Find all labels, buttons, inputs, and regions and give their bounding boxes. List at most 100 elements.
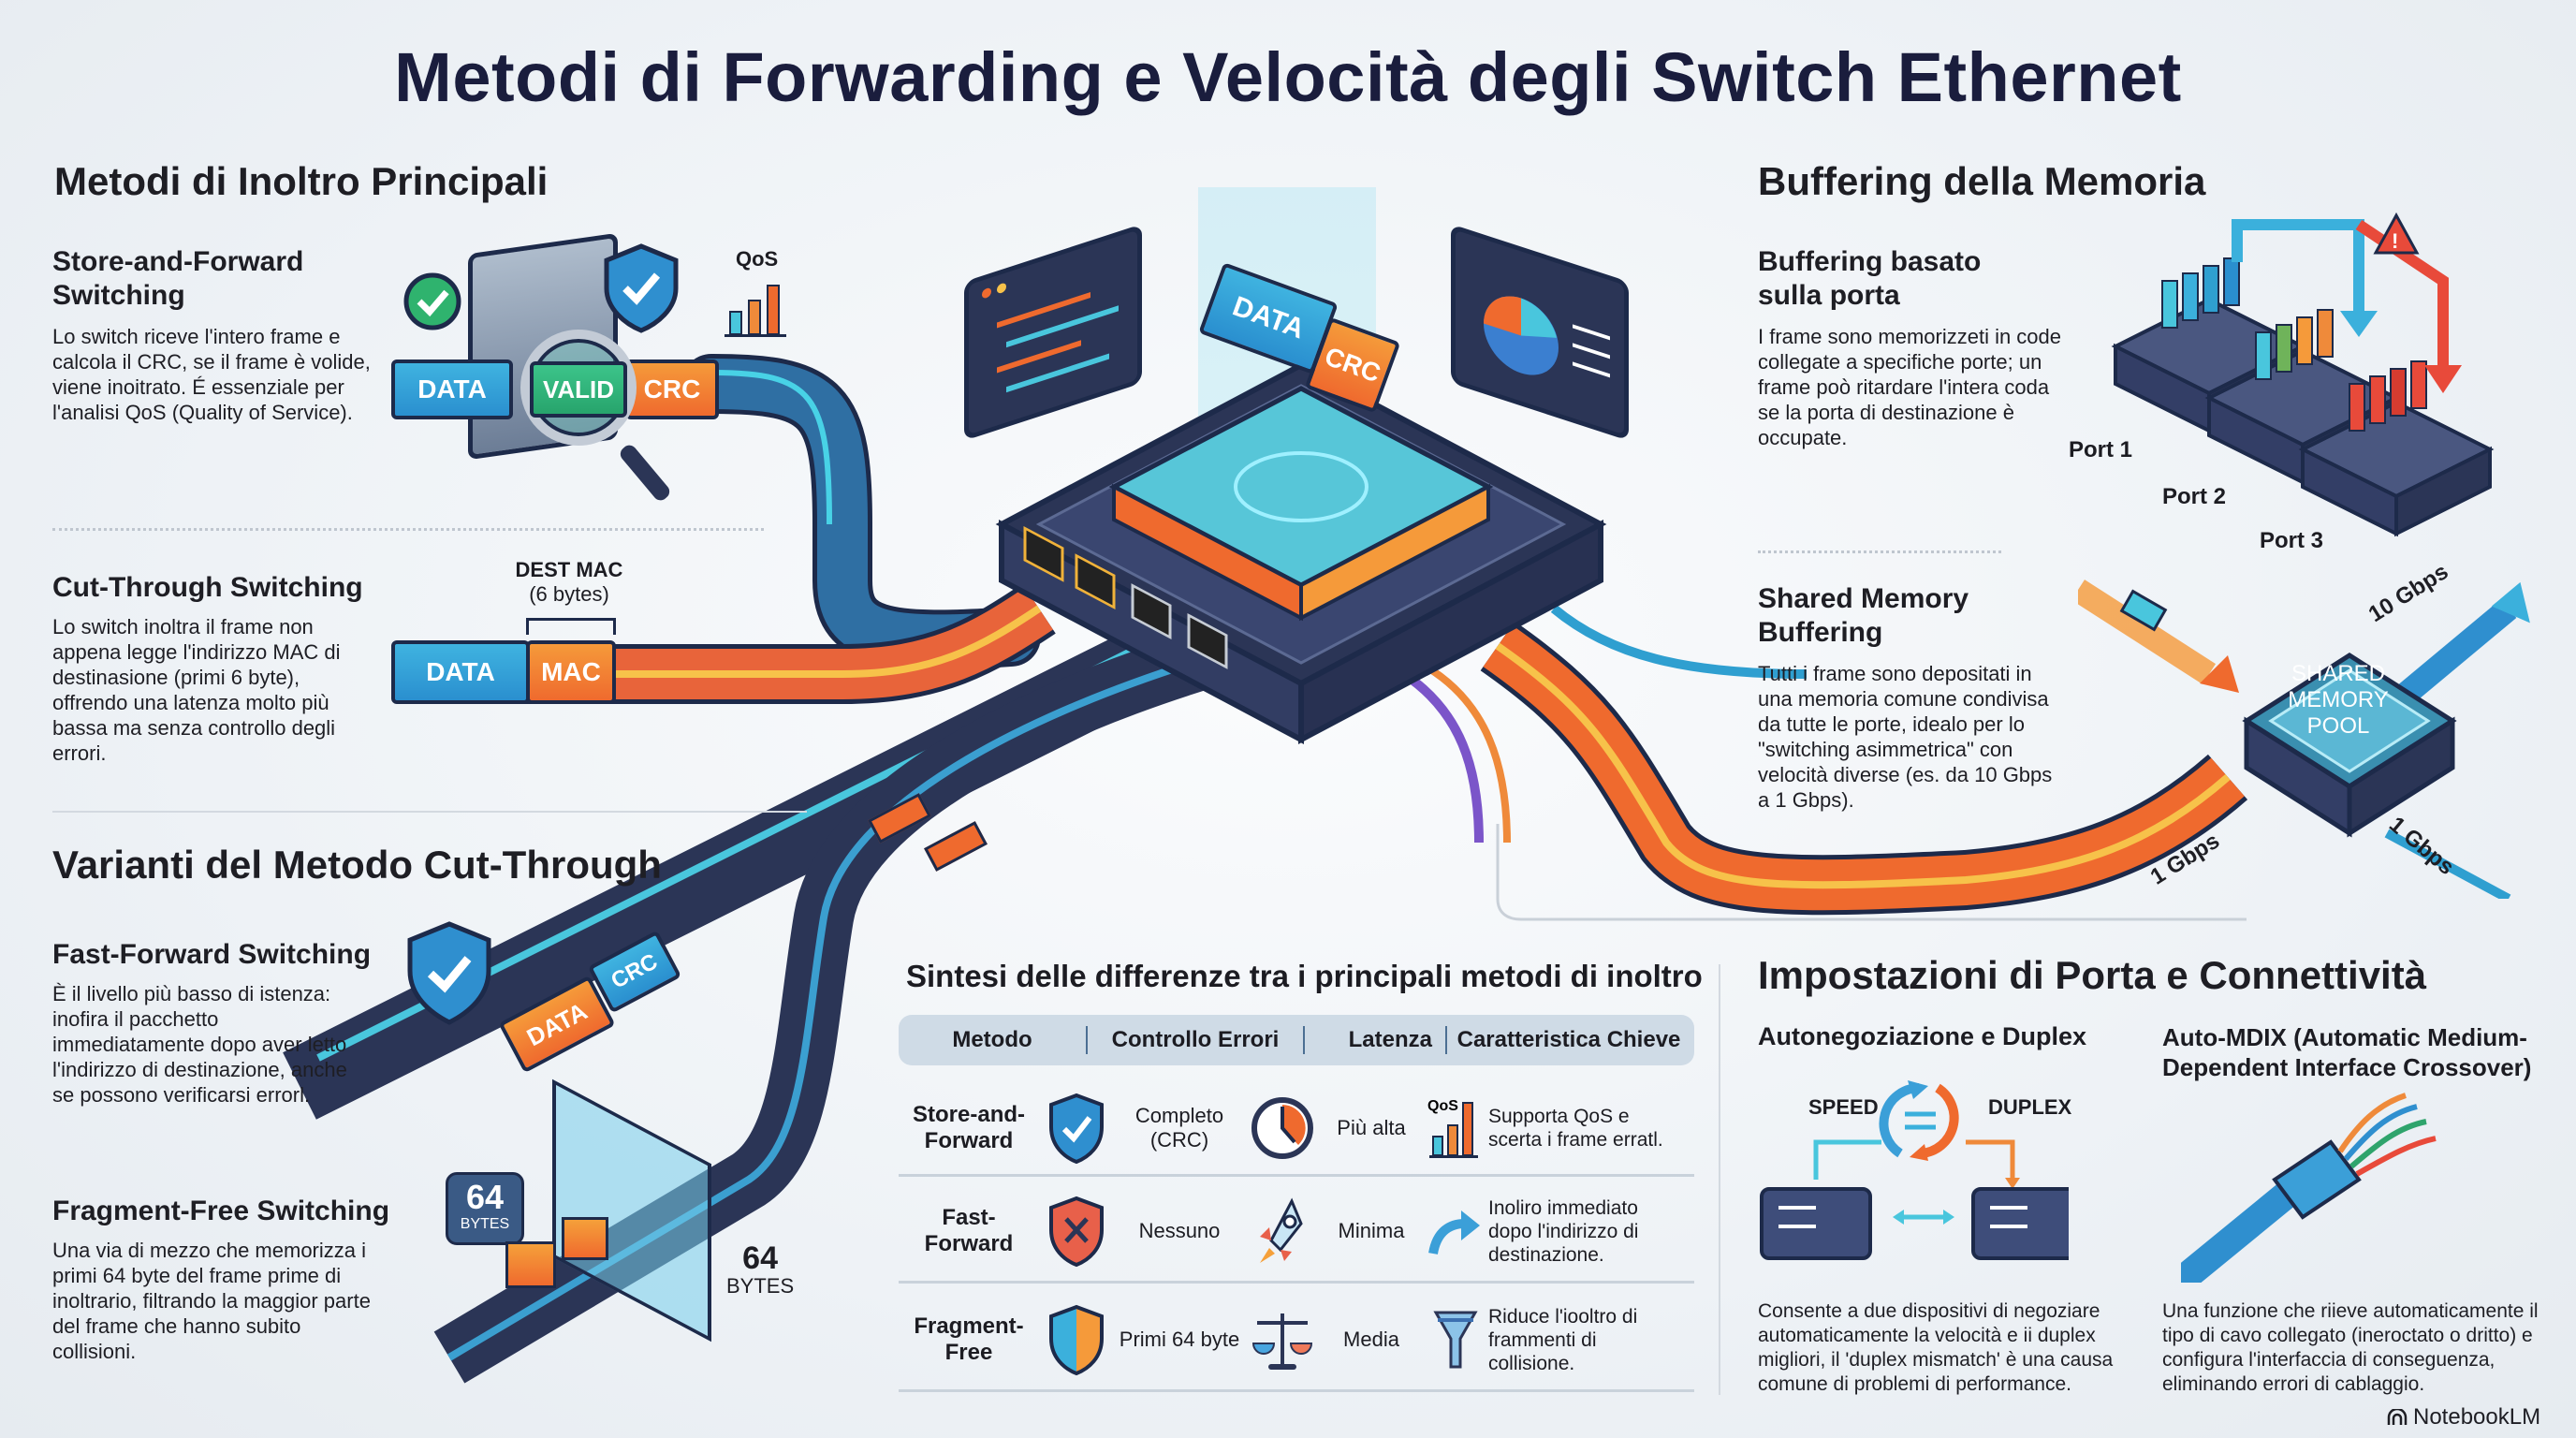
mdix-title: Auto-MDIX (Automatic Medium-Dependent In… [2162, 1023, 2532, 1081]
speed-label: SPEED [1808, 1095, 1879, 1119]
shield-check-icon [604, 243, 679, 333]
cut-through-text: Lo switch inoltra il frame non appena le… [52, 615, 341, 765]
ethernet-cable-icon [2181, 1093, 2437, 1283]
packet-data: DATA [391, 640, 530, 704]
dest-mac-label: DEST MAC (6 bytes) [513, 558, 625, 607]
column-separator [1303, 1026, 1305, 1054]
row-method: Fragment-Free [914, 1313, 1024, 1365]
qos-label: QoS [736, 247, 779, 271]
dest-mac-bracket [526, 618, 616, 635]
qos-chart-icon [724, 285, 786, 337]
row-key-feature: Supporta QoS e scerta i frame erratl. [1488, 1106, 1663, 1151]
row-error-check: Completo (CRC) [1134, 1104, 1224, 1152]
funnel-icon [1423, 1307, 1488, 1372]
shield-x-icon [1039, 1195, 1114, 1268]
cut-through-title: Cut-Through Switching [52, 572, 363, 603]
device-icon [1760, 1187, 1872, 1260]
warning-icon [2373, 212, 2420, 255]
shared-memory-pool-label: SHARED MEMORY POOL [2288, 661, 2389, 739]
row-divider [899, 1389, 1694, 1392]
packet-mac: MAC [526, 640, 616, 704]
table-row: Fragment-Free Primi 64 byte Media Riduce… [899, 1288, 1694, 1391]
side-number: 64 [742, 1240, 778, 1276]
divider [1719, 964, 1720, 1395]
mdix-text: Una funzione che riieve automaticamente … [2162, 1300, 2539, 1395]
check-circle-icon [403, 272, 461, 330]
column-separator [1445, 1026, 1447, 1054]
dest-mac-title: DEST MAC [515, 558, 623, 581]
dest-mac-size: (6 bytes) [529, 582, 609, 606]
column-header: Latenza [1348, 1027, 1432, 1052]
page-title: Metodi di Forwarding e Velocità degli Sw… [394, 38, 2182, 116]
fragment-free-title: Fragment-Free Switching [52, 1196, 390, 1226]
row-latency: Minima [1338, 1219, 1405, 1242]
central-switch-illustration: DATA CRC [973, 178, 1629, 749]
row-latency: Media [1343, 1328, 1399, 1351]
summary-table-header: Metodo Controllo Errori Latenza Caratter… [899, 1015, 1694, 1065]
side-unit: BYTES [726, 1274, 795, 1298]
table-row: Store-and-Forward Completo (CRC) Più alt… [899, 1078, 1694, 1178]
port-buffering-text: I frame sono memorizzeti in code collega… [1758, 325, 2062, 449]
section-heading-main-methods: Metodi di Inoltro Principali [54, 159, 549, 203]
fast-forward-title: Fast-Forward Switching [52, 939, 372, 970]
divider [1758, 550, 2001, 553]
column-header: Caratteristica Chieve [1456, 1027, 1681, 1052]
row-error-check: Primi 64 byte [1119, 1328, 1240, 1351]
port-label-1: Port 1 [2069, 437, 2133, 462]
notebooklm-brand: NotebookLM [2387, 1404, 2540, 1431]
column-header: Controllo Errori [1111, 1027, 1280, 1052]
shared-memory-text: Tutti i frame sono depositati in una mem… [1758, 662, 2053, 812]
duplex-label: DUPLEX [1988, 1095, 2072, 1119]
packet-data: DATA [391, 360, 513, 419]
column-separator [1086, 1026, 1088, 1054]
packet-valid: VALID [530, 361, 627, 418]
column-header: Metodo [952, 1027, 1032, 1052]
badge-unit: BYTES [460, 1216, 510, 1232]
svg-text:!: ! [2392, 229, 2398, 253]
port-label-2: Port 2 [2162, 484, 2227, 509]
packet-crc: CRC [625, 360, 719, 419]
badge-number: 64 [465, 1178, 505, 1216]
port-buffering-title: Buffering basato sulla porta [1758, 246, 1982, 311]
forward-arrow-icon [1423, 1203, 1488, 1259]
fragment-free-text: Una via di mezzo che memorizza i primi 6… [52, 1239, 371, 1363]
shield-check-icon [407, 921, 491, 1025]
scale-icon [1245, 1306, 1320, 1373]
table-row: Fast-Forward Nessuno Minima Inoliro imme… [899, 1181, 1694, 1281]
shared-memory-illustration [2078, 580, 2530, 899]
fragment-cube [505, 1241, 556, 1288]
rocket-icon [1245, 1196, 1320, 1267]
row-method: Fast-Forward [924, 1205, 1014, 1256]
notebooklm-logo-icon [2387, 1409, 2408, 1425]
divider [52, 528, 764, 531]
autoneg-text: Consente a due dispositivi di negoziare … [1758, 1300, 2114, 1395]
divider [52, 811, 807, 813]
64-bytes-badge: 64 BYTES [446, 1172, 524, 1245]
row-divider [899, 1174, 1694, 1177]
store-forward-text: Lo switch riceve l'intero frame e calcol… [52, 325, 371, 424]
64-bytes-label: 64 BYTES [726, 1241, 794, 1298]
store-forward-title: Store-and-Forward Switching [52, 246, 304, 311]
section-heading-buffering: Buffering della Memoria [1758, 159, 2206, 203]
shield-check-icon [1039, 1092, 1114, 1165]
port-queues-illustration: ! [2111, 212, 2495, 537]
chart-window-illustration [1451, 224, 1629, 441]
row-divider [899, 1281, 1694, 1284]
fast-forward-text: È il livello più basso di istenza: inofi… [52, 982, 347, 1107]
pie-chart-icon [1484, 296, 1610, 378]
row-method: Store-and-Forward [913, 1102, 1025, 1153]
switch-icon [995, 187, 1607, 744]
fragment-cube [562, 1217, 608, 1260]
row-error-check: Nessuno [1138, 1219, 1221, 1242]
row-latency: Più alta [1337, 1116, 1406, 1139]
device-icon [1971, 1187, 2069, 1260]
section-heading-port-settings: Impostazioni di Porta e Connettività [1758, 953, 2427, 997]
autoneg-illustration [1760, 1080, 2069, 1260]
svg-text:QoS: QoS [1427, 1098, 1458, 1114]
section-heading-variants: Varianti del Metodo Cut-Through [52, 843, 662, 887]
port-label-3: Port 3 [2260, 528, 2324, 553]
clock-icon [1245, 1095, 1320, 1161]
shared-memory-title: Shared Memory Buffering [1758, 583, 1969, 648]
summary-heading: Sintesi delle differenze tra i principal… [906, 959, 1703, 993]
